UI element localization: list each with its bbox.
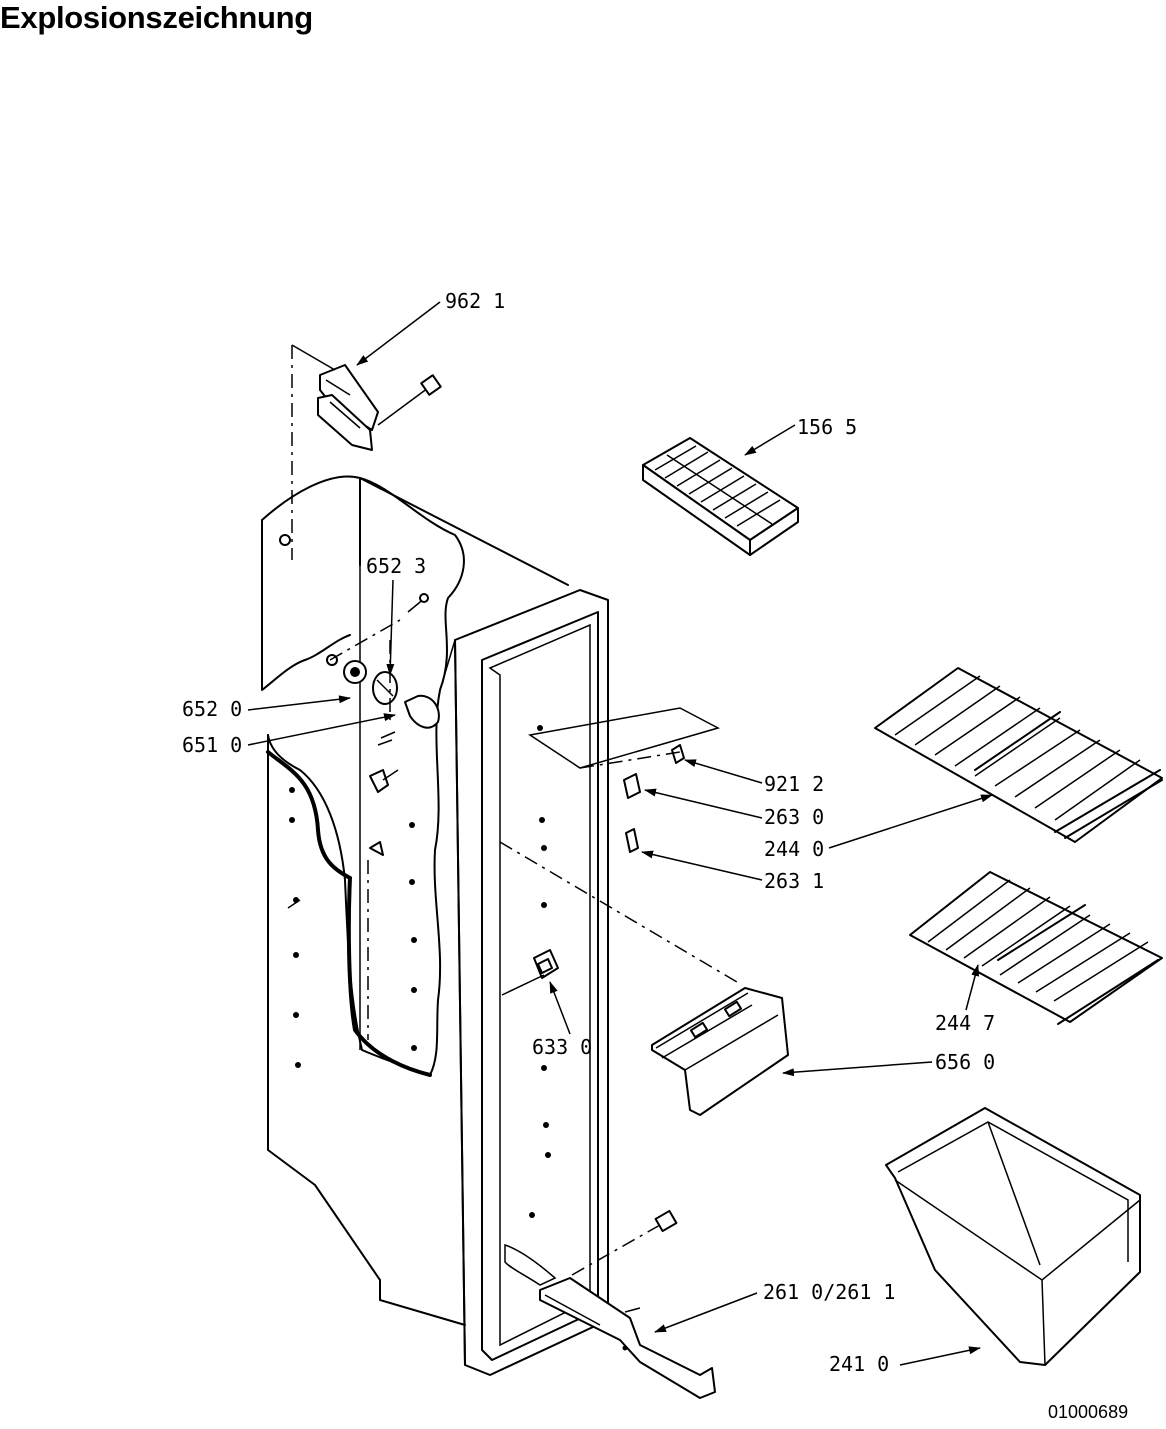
callout-156-5: 156 5 — [797, 415, 857, 439]
shelf-support-lower — [625, 828, 639, 853]
drawer-cover — [651, 987, 789, 1116]
light-bulb — [404, 694, 440, 729]
callout-244-7: 244 7 — [935, 1011, 995, 1035]
callout-263-0: 263 0 — [764, 805, 824, 829]
lamp-cover — [372, 671, 398, 705]
wire-harness — [266, 750, 432, 1077]
cabinet-liner — [261, 475, 609, 1376]
callout-652-3: 652 3 — [366, 554, 426, 578]
shelf-support-upper — [623, 773, 641, 799]
bracket-screw — [377, 374, 442, 426]
ice-cube-tray — [642, 437, 799, 556]
callout-labels: 962 1 156 5 652 3 652 0 651 0 921 2 263 … — [182, 289, 995, 1376]
callout-921-2: 921 2 — [764, 772, 824, 796]
door-switch — [533, 949, 559, 979]
callout-244-0: 244 0 — [764, 837, 824, 861]
rail-screw — [571, 1209, 678, 1276]
wire-shelf-lower — [909, 871, 1163, 1025]
callout-263-1: 263 1 — [764, 869, 824, 893]
wire-clip — [369, 769, 399, 856]
callout-656-0: 656 0 — [935, 1050, 995, 1074]
callout-633-0: 633 0 — [532, 1035, 592, 1059]
leader-lines — [247, 301, 993, 1366]
page-title: Explosionszeichnung — [0, 0, 313, 35]
callout-652-0: 652 0 — [182, 697, 242, 721]
lamp-screw — [407, 593, 429, 613]
wire-shelf-upper — [874, 667, 1163, 843]
callout-261-0-261-1: 261 0/261 1 — [763, 1280, 895, 1304]
top-bracket — [317, 364, 379, 451]
crisper-drawer — [885, 1107, 1141, 1366]
bottom-rail — [539, 1277, 716, 1399]
document-number: 01000689 — [1048, 1402, 1128, 1422]
callout-962-1: 962 1 — [445, 289, 505, 313]
support-location-outline — [528, 707, 720, 769]
support-clip — [671, 744, 685, 764]
callout-651-0: 651 0 — [182, 733, 242, 757]
callout-241-0: 241 0 — [829, 1352, 889, 1376]
